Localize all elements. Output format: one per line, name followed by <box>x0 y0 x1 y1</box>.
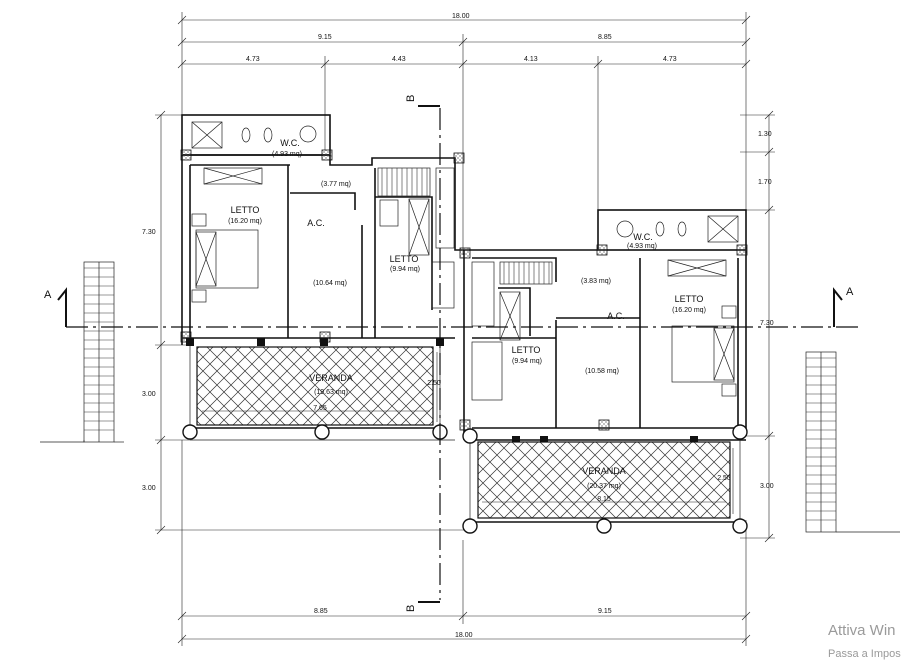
room-corridor-left-area: (3.77 mq) <box>321 181 351 188</box>
activation-watermark-subtitle: Passa a Impos <box>828 648 901 660</box>
activation-watermark-title: Attiva Win <box>828 622 896 639</box>
dim-veranda-right-width: 8.15 <box>597 496 611 503</box>
section-line-b <box>418 105 441 603</box>
section-label-a-right: A <box>846 286 854 298</box>
room-ac-left-name: A.C. <box>307 218 325 228</box>
room-ac-left-area: (10.64 mq) <box>313 280 347 287</box>
dim-top-left: 9.15 <box>318 34 332 41</box>
room-wc-right-area: (4.93 mq) <box>627 243 657 250</box>
room-ac-right-name: A.C. <box>607 311 625 321</box>
room-veranda-right-area: (20.37 mq) <box>587 483 621 490</box>
dim-top-sub-3: 4.13 <box>524 56 538 63</box>
dim-top-sub-4: 4.73 <box>663 56 677 63</box>
section-line-a <box>57 287 862 328</box>
room-ac-right-area: (10.58 mq) <box>585 368 619 375</box>
dim-top-right: 8.85 <box>598 34 612 41</box>
room-wc-right-name: W.C. <box>633 232 653 242</box>
dim-veranda-right-depth: 2.50 <box>717 475 731 482</box>
veranda-right <box>462 424 748 534</box>
room-letto-left-big-area: (16.20 mq) <box>228 218 262 225</box>
room-letto-right-big-name: LETTO <box>675 294 704 304</box>
dim-right-1: 1.30 <box>758 131 772 138</box>
dim-bottom-total: 18.00 <box>455 632 473 639</box>
section-label-b-top: B <box>405 95 417 102</box>
left-dimensions: 7.30 3.00 3.00 <box>142 110 470 535</box>
section-label-b-bottom: B <box>405 605 417 612</box>
right-unit <box>459 209 748 441</box>
room-veranda-right-name: VERANDA <box>582 466 626 476</box>
dim-bottom-left: 8.85 <box>314 608 328 615</box>
dim-top-total: 18.00 <box>452 13 470 20</box>
dim-right-2: 1.70 <box>758 179 772 186</box>
dim-right-veranda: 3.00 <box>760 483 774 490</box>
room-letto-left-small-area: (9.94 mq) <box>390 266 420 273</box>
room-letto-right-small-area: (9.94 mq) <box>512 358 542 365</box>
room-corridor-right-area: (3.83 mq) <box>581 278 611 285</box>
exterior-stair-left <box>40 261 124 443</box>
room-letto-right-big-area: (16.20 mq) <box>672 307 706 314</box>
room-letto-right-small-name: LETTO <box>512 345 541 355</box>
bottom-dimensions: 8.85 9.15 18.00 <box>177 440 751 646</box>
veranda-left <box>182 338 455 441</box>
dim-veranda-left-width: 7.65 <box>313 405 327 412</box>
room-wc-left-area: (4.93 mq) <box>272 151 302 158</box>
dim-top-sub-2: 4.43 <box>392 56 406 63</box>
section-label-a-left: A <box>44 289 52 301</box>
dim-right-total: 7.30 <box>760 320 774 327</box>
dim-left-lower: 3.00 <box>142 485 156 492</box>
dim-bottom-right: 9.15 <box>598 608 612 615</box>
dim-left-total: 7.30 <box>142 229 156 236</box>
room-labels: W.C. (4.93 mq) (3.77 mq) LETTO (16.20 mq… <box>228 138 731 503</box>
dim-top-sub-1: 4.73 <box>246 56 260 63</box>
exterior-stair-right <box>805 351 900 533</box>
room-veranda-left-area: (19.63 mq) <box>314 389 348 396</box>
dim-left-veranda: 3.00 <box>142 391 156 398</box>
room-letto-left-big-name: LETTO <box>231 205 260 215</box>
top-dimensions: 18.00 9.15 8.85 4.73 4.43 4.13 4.73 <box>177 12 751 255</box>
room-veranda-left-name: VERANDA <box>309 373 353 383</box>
room-wc-left-name: W.C. <box>280 138 300 148</box>
left-unit <box>180 114 465 345</box>
dim-veranda-left-depth: 2.50 <box>427 380 441 387</box>
room-letto-left-small-name: LETTO <box>390 254 419 264</box>
